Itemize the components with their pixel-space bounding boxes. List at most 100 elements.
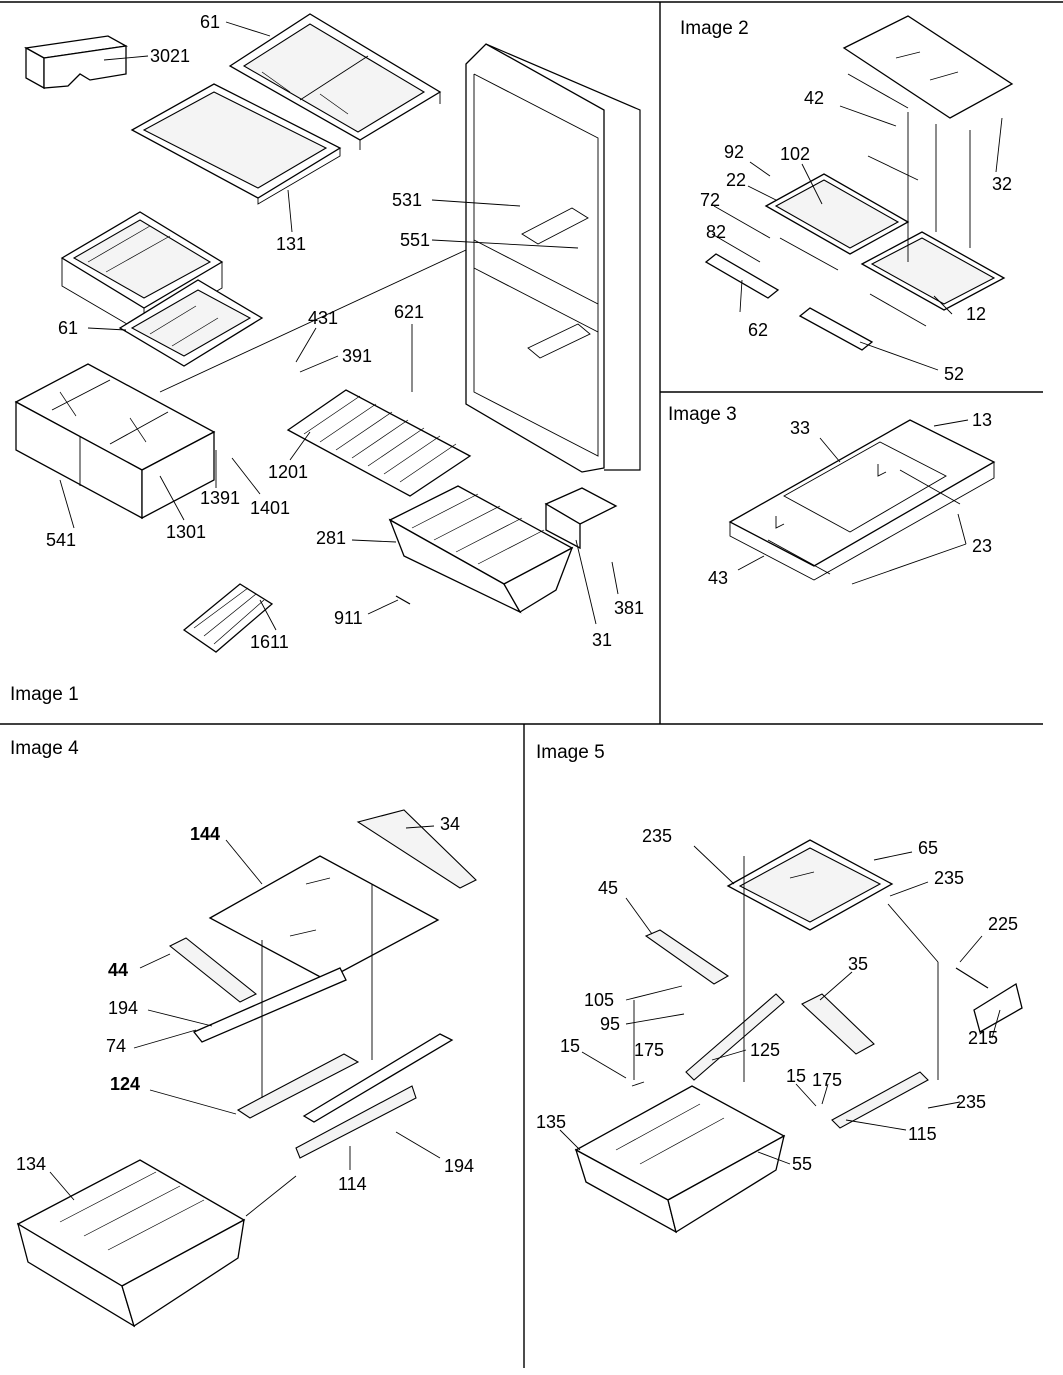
part-131-glass-shelf xyxy=(130,83,342,205)
panel-image-1: Image 1 xyxy=(10,12,644,705)
callout-15-left: 15 xyxy=(560,1036,580,1056)
panel-title-image-5: Image 5 xyxy=(536,742,605,763)
panel-image-2: Image 2 xyxy=(680,15,1014,384)
callout-42: 42 xyxy=(804,88,824,108)
callout-235-top: 235 xyxy=(642,826,672,846)
callout-105: 105 xyxy=(584,990,614,1010)
part-125-rail xyxy=(685,993,785,1081)
callout-115: 115 xyxy=(908,1124,937,1144)
panel-image-4: Image 4 xyxy=(10,738,477,1328)
part-52-trim xyxy=(798,307,874,351)
part-22-shelf-frame xyxy=(764,173,910,255)
callout-1201: 1201 xyxy=(268,462,308,482)
callout-52: 52 xyxy=(944,364,964,384)
part-61-shelf-top xyxy=(228,13,442,150)
callout-1391: 1391 xyxy=(200,488,240,508)
callouts-image-5: 235 65 235 45 225 35 105 95 125 15 175 2… xyxy=(536,826,1018,1174)
callout-95: 95 xyxy=(600,1014,620,1034)
callout-131: 131 xyxy=(276,234,306,254)
callout-33: 33 xyxy=(790,418,810,438)
panel-title-image-3: Image 3 xyxy=(668,404,737,425)
part-911-pin xyxy=(395,595,411,605)
callout-31: 31 xyxy=(592,630,612,650)
callout-225: 225 xyxy=(988,914,1018,934)
callout-135: 135 xyxy=(536,1112,566,1132)
part-62-trim xyxy=(704,253,780,299)
callout-1611: 1611 xyxy=(250,632,289,652)
leaders-image-1 xyxy=(59,21,619,631)
part-65-shelf xyxy=(726,839,894,931)
callout-43: 43 xyxy=(708,568,728,588)
callout-3021: 3021 xyxy=(150,46,190,66)
leaders-image5 xyxy=(559,845,1001,1165)
callout-391: 391 xyxy=(342,346,372,366)
part-45-rail xyxy=(644,929,730,985)
callout-32: 32 xyxy=(992,174,1012,194)
callout-1401: 1401 xyxy=(250,498,290,518)
part-34-rear-rail xyxy=(356,809,477,889)
part-3021-bin xyxy=(24,35,128,90)
callout-124: 124 xyxy=(110,1074,140,1094)
part-194-side-rail xyxy=(192,967,347,1043)
part-124-support xyxy=(236,1053,360,1119)
callout-621: 621 xyxy=(394,302,424,322)
leaders-image-4 xyxy=(49,825,441,1217)
panel-title-image-1: Image 1 xyxy=(10,684,79,705)
part-31-bracket xyxy=(544,487,618,550)
part-33-shelf-assembly xyxy=(728,419,996,581)
leaders-image-2 xyxy=(711,73,1003,371)
callout-215: 215 xyxy=(968,1028,998,1048)
callout-1301: 1301 xyxy=(166,522,206,542)
part-135-crisper xyxy=(574,1085,786,1234)
part-1611-rack xyxy=(182,583,274,653)
callout-235-right: 235 xyxy=(934,868,964,888)
callout-531: 531 xyxy=(392,190,422,210)
callout-45: 45 xyxy=(598,878,618,898)
panel-image-3: Image 3 33 13 43 23 xyxy=(668,404,996,588)
callout-194-right: 194 xyxy=(444,1156,474,1176)
callout-61-top: 61 xyxy=(200,12,220,32)
callout-61-lower: 61 xyxy=(58,318,78,338)
callout-65: 65 xyxy=(918,838,938,858)
panel-title-image-4: Image 4 xyxy=(10,738,79,759)
callout-235-bottom: 235 xyxy=(956,1092,986,1112)
callout-114: 114 xyxy=(338,1174,367,1194)
callout-23: 23 xyxy=(972,536,992,556)
callouts-image-3: 33 13 43 23 xyxy=(708,410,992,588)
callout-74: 74 xyxy=(106,1036,126,1056)
part-194-side-rail-right xyxy=(302,1033,454,1123)
part-225-axle xyxy=(955,967,989,989)
callout-92: 92 xyxy=(724,142,744,162)
part-114-support xyxy=(295,1085,417,1159)
callout-381: 381 xyxy=(614,598,644,618)
part-61-drawer-lower xyxy=(118,279,264,367)
callout-281: 281 xyxy=(316,528,346,548)
part-144-glass xyxy=(208,855,440,981)
part-1201-wire-shelf xyxy=(286,389,472,497)
callout-431: 431 xyxy=(308,308,338,328)
callout-175-right: 175 xyxy=(812,1070,842,1090)
part-32-glass-panel xyxy=(842,15,1014,119)
callout-134: 134 xyxy=(16,1154,46,1174)
callout-13: 13 xyxy=(972,410,992,430)
callouts-image-1: 61 3021 131 531 551 61 431 621 391 1201 … xyxy=(46,12,644,652)
callout-72: 72 xyxy=(700,190,720,210)
part-134-crisper xyxy=(16,1159,246,1328)
callout-15-right: 15 xyxy=(786,1066,806,1086)
callouts-image-2: 42 92 102 22 32 72 82 62 12 52 xyxy=(700,88,1012,384)
cabinet-frame xyxy=(465,43,641,473)
callout-55: 55 xyxy=(792,1154,812,1174)
part-44-front-rail xyxy=(168,937,258,1003)
callout-22: 22 xyxy=(726,170,746,190)
callout-144: 144 xyxy=(190,824,220,844)
callout-551: 551 xyxy=(400,230,430,250)
callout-541: 541 xyxy=(46,530,76,550)
panel-title-image-2: Image 2 xyxy=(680,18,749,39)
leaders-image-3 xyxy=(737,419,969,585)
part-115-rail xyxy=(831,1071,929,1129)
callout-911: 911 xyxy=(334,608,363,628)
panel-image-5: Image 5 xyxy=(536,742,1023,1234)
callout-82: 82 xyxy=(706,222,726,242)
